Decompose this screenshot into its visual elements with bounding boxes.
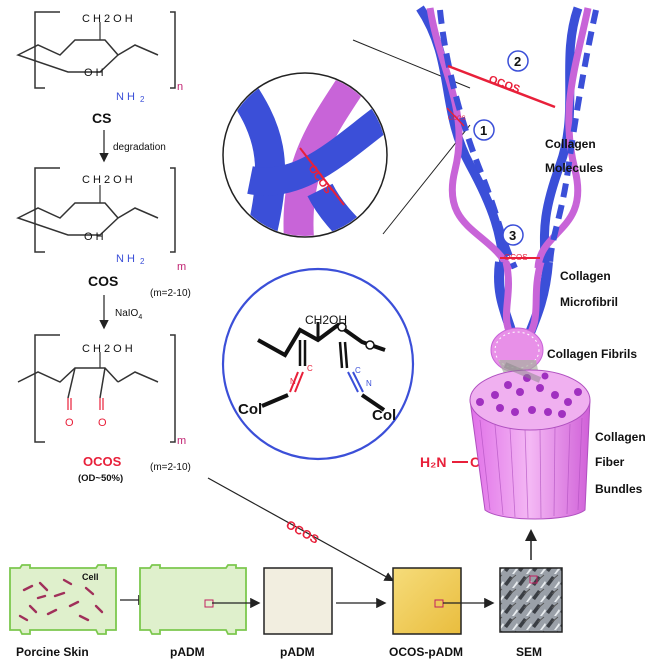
ocos-link-2 [447,64,556,109]
cos-nh2-subscript: 2 [140,257,145,266]
step-label-sem: SEM [516,645,542,659]
crosslink-col-right: Col [372,407,396,424]
fiber-bundle-cylinder [469,362,591,520]
badge-1: 1 [473,119,495,141]
cos-ch2oh-label: C H 2 O H [82,174,133,186]
cs-structure: C H 2 O H O H N H 2 n CS [16,11,183,126]
label-fiber-bundles-3: Bundles [595,482,643,496]
cs-oh-label: O H [84,67,104,79]
cell-label: Cell [82,572,99,582]
step-label-porcine-skin: Porcine Skin [16,645,89,659]
ocos-aldehyde-o1: O [65,417,74,429]
label-collagen-fibrils: Collagen Fibrils [547,347,637,361]
crosslink-c1: C [307,364,313,373]
label-fiber-bundles-2: Fiber [595,455,625,469]
molecule-ocos-label: OCOS [487,74,522,96]
magnified-helix-view: OCOS [222,39,471,238]
crosslink-n1: N [290,377,296,386]
ocos-aldehyde-o2: O [98,417,107,429]
ocos-structure: C H 2 O H O O m OCOS (OD~50%) (m=2-10) [17,334,191,484]
cos-name: COS [88,273,118,289]
label-collagen-molecules-1: Collagen [545,137,596,151]
crosslink-ch2oh: CH2OH [305,313,347,327]
cos-structure: C H 2 O H O H N H 2 m COS (m=2-10) [16,167,191,299]
cos-repeat-m: m [177,261,186,273]
crosslink-col-left: Col [238,401,262,418]
ocos-m-range: (m=2-10) [150,462,191,473]
microfibril-ocos-label: OCOS [504,253,528,262]
ocos-repeat-m: m [177,435,186,447]
padm-panel [139,564,247,635]
ocos-name: OCOS [83,454,122,469]
step-label-ocos-padm: OCOS-pADM [389,645,463,659]
cs-name: CS [92,110,111,126]
padm-sample [263,567,333,635]
cs-ch2oh-label: C H 2 O H [82,13,133,25]
ocos-padm-sample [392,567,462,635]
cos-oh-label: O H [84,231,104,243]
svg-text:1: 1 [480,123,487,138]
ocos-treatment-label: OCOS [284,517,322,546]
ocos-link-1 [446,107,465,127]
degradation-label: degradation [113,142,166,153]
label-collagen-microfibril-2: Microfibril [560,295,618,309]
cs-nh2-label: N H [116,91,135,103]
cs-repeat-n: n [177,81,183,93]
crosslink-n2: N [366,379,372,388]
amine-h2n: H₂N [420,454,446,470]
step-label-padm-1: pADM [170,645,205,659]
svg-text:3: 3 [509,228,516,243]
badge-2: 2 [507,50,529,72]
crosslink-c2: C [355,366,361,375]
cos-nh2-label: N H [116,253,135,265]
label-collagen-microfibril-1: Collagen [560,269,611,283]
sem-image [499,567,563,633]
crosslink-schematic: CH2OH N C C N Col Col [221,267,415,461]
label-collagen-molecules-2: Molecules [545,161,603,175]
ocos-oxidation-degree: (OD~50%) [78,473,123,484]
ocos-ch2oh-label: C H 2 O H [82,343,133,355]
intra-ocos-label: OCOS [448,116,466,122]
svg-text:2: 2 [514,54,521,69]
porcine-skin-panel: Cell [9,564,117,635]
periodate-label: NaIO4 [115,308,142,321]
cos-m-range: (m=2-10) [150,288,191,299]
step-label-padm-2: pADM [280,645,315,659]
ocos-treatment-arrow [207,477,395,582]
cs-nh2-subscript: 2 [140,95,145,104]
label-fiber-bundles-1: Collagen [595,430,646,444]
badge-3: 3 [502,224,524,246]
